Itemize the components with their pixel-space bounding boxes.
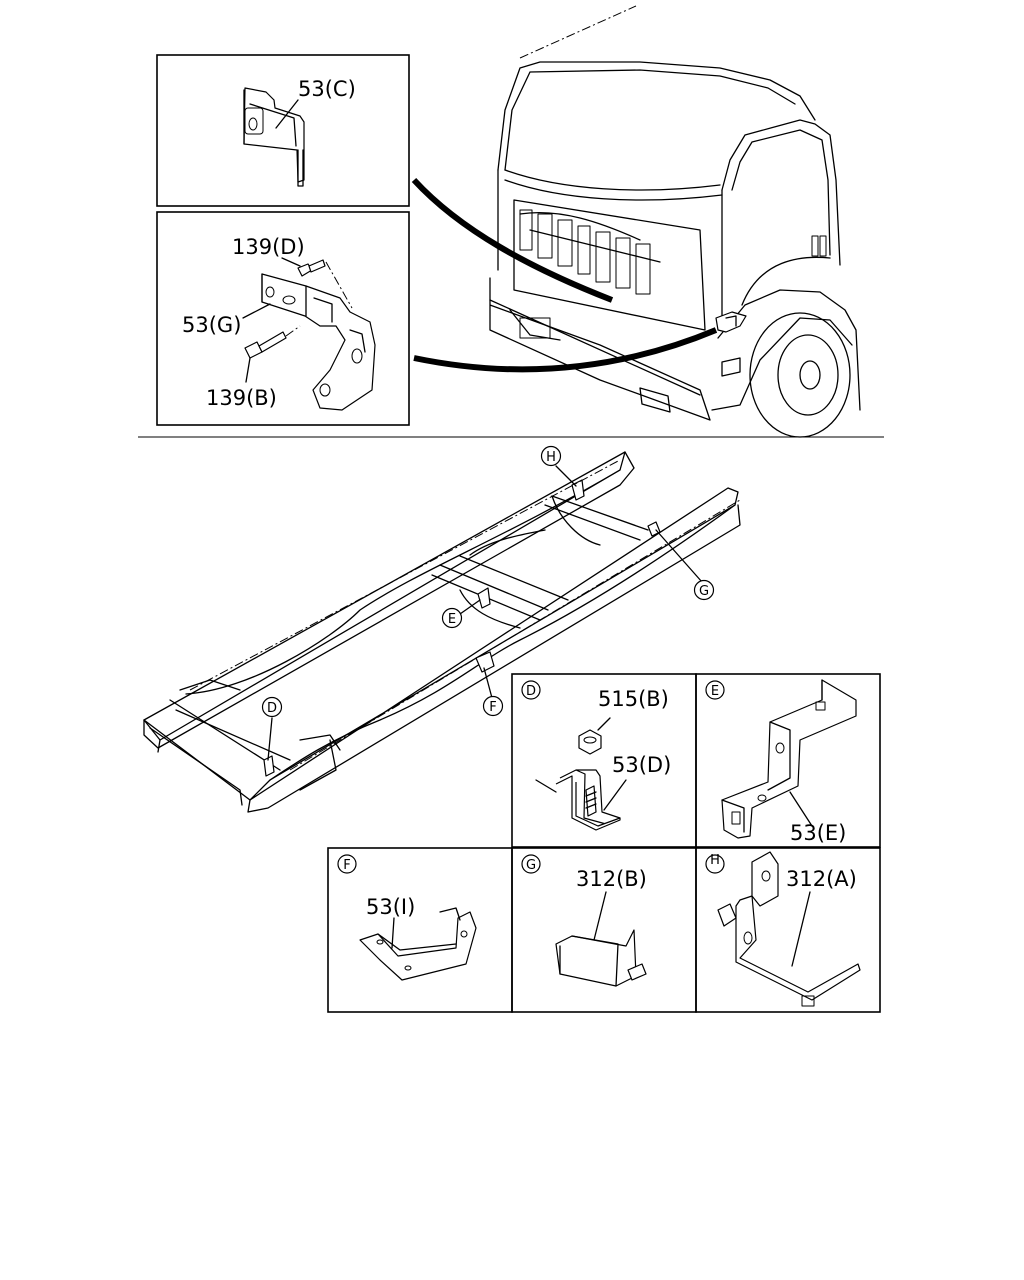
- label-312b: 312(B): [576, 867, 647, 891]
- leader-312b: [593, 891, 607, 941]
- callout-f: F: [482, 695, 504, 717]
- label-53d: 53(D): [612, 753, 671, 777]
- detail-box-h: [695, 847, 881, 1013]
- bracket-53g: [261, 273, 376, 411]
- label-139b: 139(B): [206, 386, 277, 410]
- callout-h: H: [540, 445, 562, 467]
- bracket-312b: [555, 929, 647, 987]
- bolt-139b: [244, 331, 287, 359]
- label-53g: 53(G): [182, 313, 241, 337]
- detail-box-e: [695, 673, 881, 848]
- leader-139b: [245, 357, 251, 383]
- leader-139d: [281, 257, 301, 267]
- callout-g: G: [693, 579, 715, 601]
- callout-box-e: E: [705, 680, 725, 700]
- svg-text:E: E: [711, 684, 719, 699]
- callout-d: D: [261, 696, 283, 718]
- label-312a: 312(A): [786, 867, 857, 891]
- leader-53i: [391, 917, 395, 949]
- label-139d: 139(D): [232, 235, 305, 259]
- assembly-line-139b: [285, 325, 301, 337]
- leader-53e: [789, 791, 813, 827]
- leader-53c: [275, 99, 299, 129]
- callout-box-d: D: [521, 680, 541, 700]
- leader-53d: [603, 779, 627, 811]
- detail-box-53c: [156, 54, 410, 207]
- svg-text:F: F: [343, 858, 350, 873]
- assembly-line-139d: [325, 261, 353, 309]
- chassis-frame-illustration: [143, 451, 741, 813]
- nut-515b: [578, 729, 602, 755]
- leader-53g: [242, 303, 271, 319]
- detail-box-f: [327, 847, 513, 1013]
- leader-515b: [597, 717, 611, 731]
- svg-text:E: E: [448, 612, 456, 627]
- detail-box-53g: [156, 211, 410, 426]
- svg-text:G: G: [699, 584, 709, 599]
- truck-cab-illustration: [489, 5, 861, 438]
- callout-box-h: H: [705, 853, 725, 874]
- svg-text:D: D: [526, 684, 536, 699]
- leader-callout-g: [655, 529, 703, 583]
- leader-callout-f: [483, 667, 493, 699]
- callout-e: E: [441, 607, 463, 629]
- bracket-53i: [359, 907, 477, 981]
- bolt-139d: [297, 259, 326, 277]
- label-53e: 53(E): [790, 821, 846, 845]
- label-53i: 53(I): [366, 895, 415, 919]
- leader-thick-53g: [413, 327, 718, 373]
- bracket-53e: [721, 679, 857, 839]
- bracket-312a: [717, 851, 861, 1007]
- bracket-53c: [243, 87, 305, 187]
- callout-box-f: F: [337, 854, 357, 874]
- svg-text:H: H: [546, 450, 556, 465]
- svg-text:D: D: [267, 701, 277, 716]
- leader-312a: [791, 891, 811, 967]
- label-53c: 53(C): [298, 77, 356, 101]
- leader-thick-53c: [411, 177, 614, 303]
- leader-callout-d: [267, 717, 273, 761]
- callout-box-g: G: [521, 854, 541, 874]
- leader-callout-e: [459, 599, 481, 615]
- svg-text:G: G: [526, 858, 536, 873]
- leader-callout-h: [555, 465, 577, 487]
- label-515b: 515(B): [598, 687, 669, 711]
- svg-text:H: H: [710, 853, 720, 868]
- svg-text:F: F: [489, 700, 496, 715]
- bracket-53d: [535, 769, 621, 831]
